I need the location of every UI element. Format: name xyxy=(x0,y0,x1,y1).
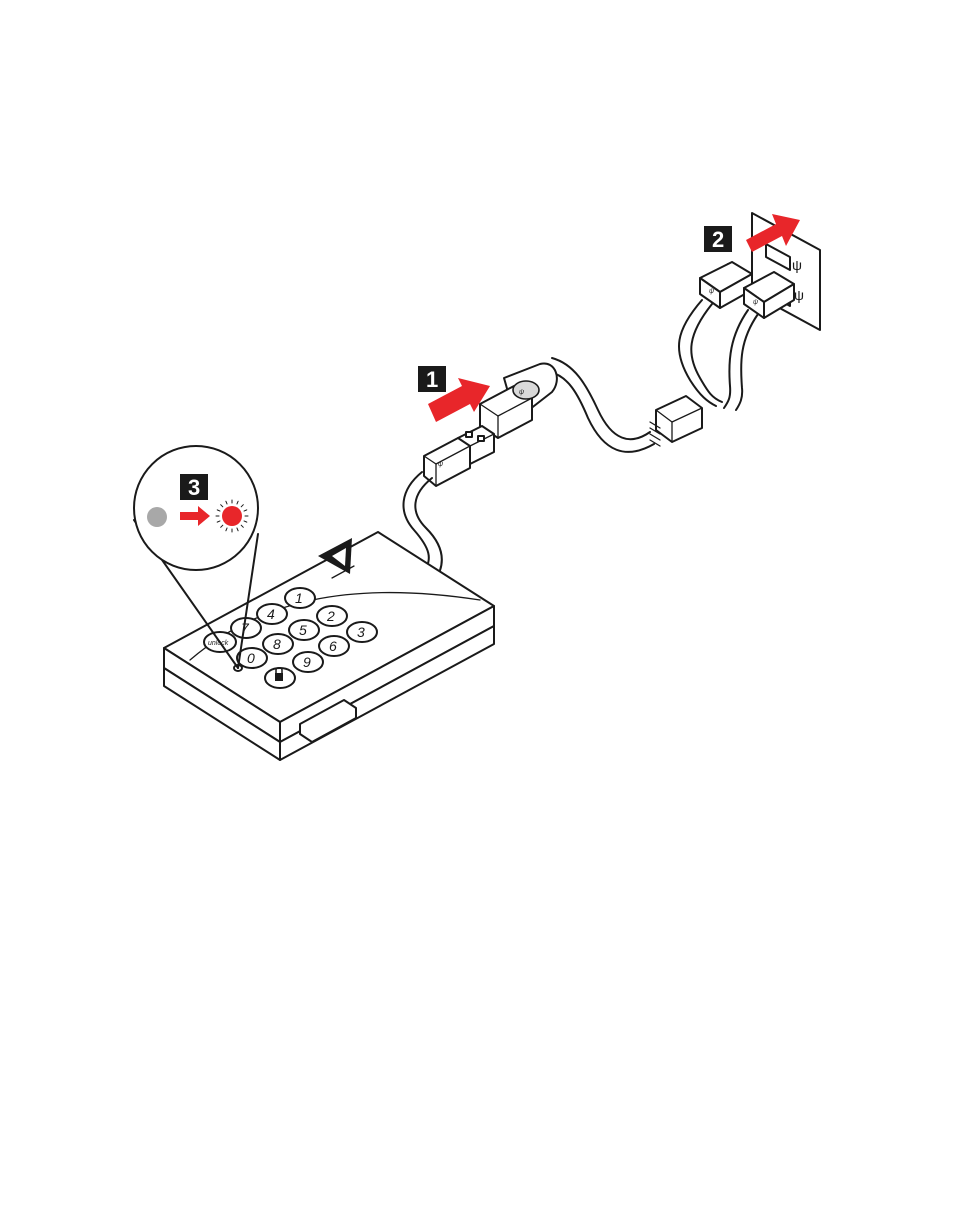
key-9: 9 xyxy=(293,652,323,672)
svg-text:1: 1 xyxy=(426,367,438,392)
svg-text:4: 4 xyxy=(267,606,275,622)
svg-text:1: 1 xyxy=(295,590,303,606)
step-badge-2: 2 xyxy=(704,226,732,252)
usb-port-label-2: ψ xyxy=(794,287,804,303)
svg-text:0: 0 xyxy=(247,650,255,666)
key-6: 6 xyxy=(319,636,349,656)
led-off-indicator xyxy=(147,507,167,527)
key-3: 3 xyxy=(347,622,377,642)
svg-text:2: 2 xyxy=(712,227,724,252)
svg-text:ψ: ψ xyxy=(792,257,802,273)
svg-text:ψ: ψ xyxy=(794,287,804,303)
main-cable xyxy=(550,358,654,452)
svg-text:8: 8 xyxy=(273,636,281,652)
svg-text:5: 5 xyxy=(299,622,307,638)
usb-trident-icon: ψ xyxy=(709,288,714,295)
step-badge-1: 1 xyxy=(418,366,446,392)
key-5: 5 xyxy=(289,620,319,640)
key-lock xyxy=(265,668,295,688)
usb-trident-icon: ψ xyxy=(519,389,524,396)
female-usb-connector: ψ xyxy=(480,363,557,438)
svg-text:2: 2 xyxy=(326,608,335,624)
usb-port-label-1: ψ xyxy=(792,257,802,273)
drive-usb-plug: ψ xyxy=(424,426,494,486)
y-cable-junction xyxy=(650,396,702,446)
step-badge-3: 3 xyxy=(180,474,208,500)
key-2: 2 xyxy=(317,606,347,626)
svg-text:9: 9 xyxy=(303,654,311,670)
key-4: 4 xyxy=(257,604,287,624)
usb-trident-icon: ψ xyxy=(753,299,758,306)
usb-trident-icon: ψ xyxy=(438,461,443,468)
y-cable-wires xyxy=(679,300,758,410)
key-8: 8 xyxy=(263,634,293,654)
svg-text:6: 6 xyxy=(329,638,337,654)
key-1: 1 xyxy=(285,588,315,608)
svg-text:3: 3 xyxy=(188,475,200,500)
svg-text:3: 3 xyxy=(357,624,365,640)
